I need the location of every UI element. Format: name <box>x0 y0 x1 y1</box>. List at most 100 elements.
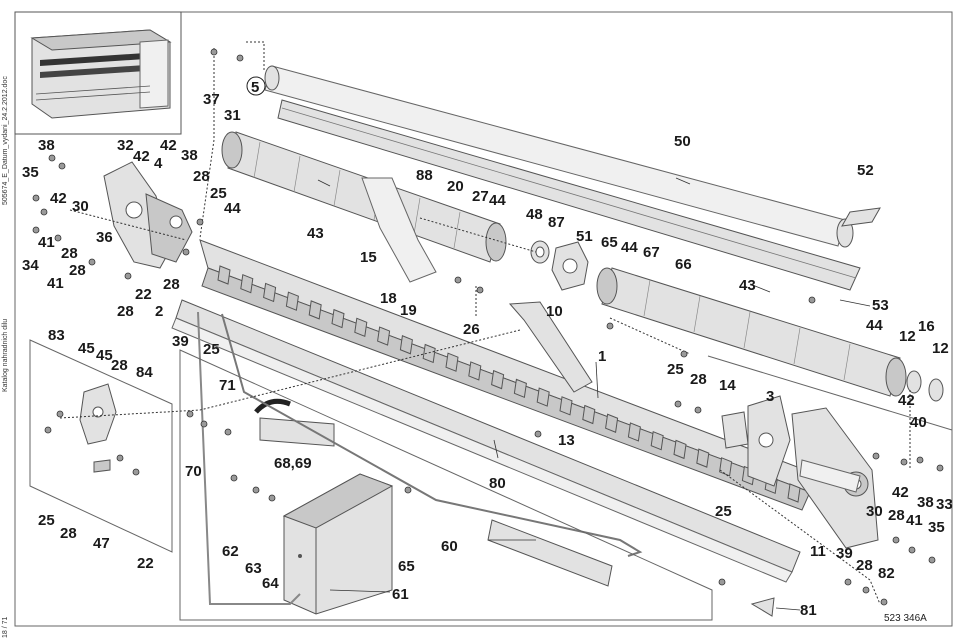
fastener <box>718 578 726 586</box>
fastener <box>268 494 276 502</box>
callout-28f: 28 <box>111 357 128 374</box>
fastener <box>124 272 132 280</box>
callout-53: 53 <box>872 297 889 314</box>
profile-rail-51 <box>277 99 861 291</box>
callout-12a: 12 <box>899 328 916 345</box>
callout-15: 15 <box>360 249 377 266</box>
callout-45a: 45 <box>78 340 95 357</box>
comb-tooth <box>719 457 733 477</box>
comb-tooth <box>582 404 596 425</box>
callout-4: 4 <box>154 155 163 172</box>
comb-tooth <box>787 483 801 503</box>
callout-44b: 44 <box>489 192 506 209</box>
callout-67: 67 <box>643 244 660 261</box>
comb-tooth <box>650 430 664 451</box>
callout-2: 2 <box>155 303 163 320</box>
fastener <box>210 48 218 56</box>
callout-28i: 28 <box>60 525 77 542</box>
callout-88: 88 <box>416 167 433 184</box>
machine-thumbnail <box>14 11 182 135</box>
roller-43-left <box>221 131 507 263</box>
callout-28a: 28 <box>193 168 210 185</box>
callout-71: 71 <box>219 377 236 394</box>
belt-15 <box>361 177 437 283</box>
callout-25d: 25 <box>715 503 732 520</box>
callout-84: 84 <box>136 364 153 381</box>
comb-tooth <box>513 378 527 399</box>
flange-87 <box>551 241 589 291</box>
comb-tooth <box>399 335 413 355</box>
comb-tooth <box>696 448 710 468</box>
callout-66: 66 <box>675 256 692 273</box>
side-plate-3 <box>747 395 791 487</box>
fastener <box>476 286 484 294</box>
callout-40: 40 <box>910 414 927 431</box>
callout-11: 11 <box>810 543 826 560</box>
comb-tooth <box>377 326 391 346</box>
comb-tooth <box>285 291 299 311</box>
callout-38b: 38 <box>181 147 198 164</box>
callout-41c: 41 <box>906 512 923 529</box>
fastener <box>182 248 190 256</box>
strip-60 <box>487 519 613 587</box>
callout-36: 36 <box>96 229 113 246</box>
callout-42a: 42 <box>133 148 150 165</box>
callout-44d: 44 <box>866 317 883 334</box>
callout-70: 70 <box>185 463 202 480</box>
callout-12b: 12 <box>932 340 949 357</box>
comb-tooth <box>605 413 619 433</box>
callout-34: 34 <box>22 257 39 274</box>
callout-42c: 42 <box>50 190 67 207</box>
fastener <box>900 458 908 466</box>
callout-16: 16 <box>918 318 935 335</box>
bracket-81 <box>750 597 775 617</box>
callout-3: 3 <box>766 388 774 405</box>
fastener <box>872 452 880 460</box>
callout-65b: 65 <box>398 558 415 575</box>
callout-35a: 35 <box>22 164 39 181</box>
end-bearing-12-16 <box>906 370 944 402</box>
callout-26: 26 <box>463 321 480 338</box>
callout-60: 60 <box>441 538 458 555</box>
callout-25e: 25 <box>38 512 55 529</box>
fastener <box>44 426 52 434</box>
callout-44a: 44 <box>224 200 241 217</box>
callout-42d: 42 <box>898 392 915 409</box>
inset-detail-45 <box>29 339 173 553</box>
fastener <box>844 578 852 586</box>
callout-43b: 43 <box>739 277 756 294</box>
callout-61: 61 <box>392 586 409 603</box>
top-cover-50 <box>264 65 854 248</box>
comb-tooth <box>559 396 573 416</box>
callout-81: 81 <box>800 602 817 619</box>
comb-tooth <box>491 369 505 390</box>
bearing-14 <box>721 411 749 449</box>
callout-38a: 38 <box>38 137 55 154</box>
callout-28h: 28 <box>888 507 905 524</box>
fastener <box>58 162 66 170</box>
callout-labels: 37 31 5 50 52 38 32 42 42 4 38 35 28 25 … <box>22 76 953 619</box>
callout-33: 33 <box>936 496 953 513</box>
comb-tooth <box>422 343 436 364</box>
comb-tooth <box>354 317 368 338</box>
comb-tooth <box>331 308 345 329</box>
fastener <box>606 322 614 330</box>
callout-45b: 45 <box>96 347 113 364</box>
callout-52: 52 <box>857 162 874 179</box>
callout-83: 83 <box>48 327 65 344</box>
callout-39b: 39 <box>836 545 853 562</box>
callout-28g: 28 <box>690 371 707 388</box>
callout-30a: 30 <box>72 198 89 215</box>
callout-63: 63 <box>245 560 262 577</box>
fastener <box>186 410 194 418</box>
fastener <box>40 208 48 216</box>
fastener <box>674 400 682 408</box>
callout-38c: 38 <box>917 494 934 511</box>
callout-28d: 28 <box>163 276 180 293</box>
callout-65a: 65 <box>601 234 618 251</box>
callout-32: 32 <box>117 137 134 154</box>
assembly-lines <box>59 41 911 605</box>
comb-tooth <box>536 387 550 407</box>
callout-22a: 22 <box>135 286 152 303</box>
fastener <box>236 54 244 62</box>
